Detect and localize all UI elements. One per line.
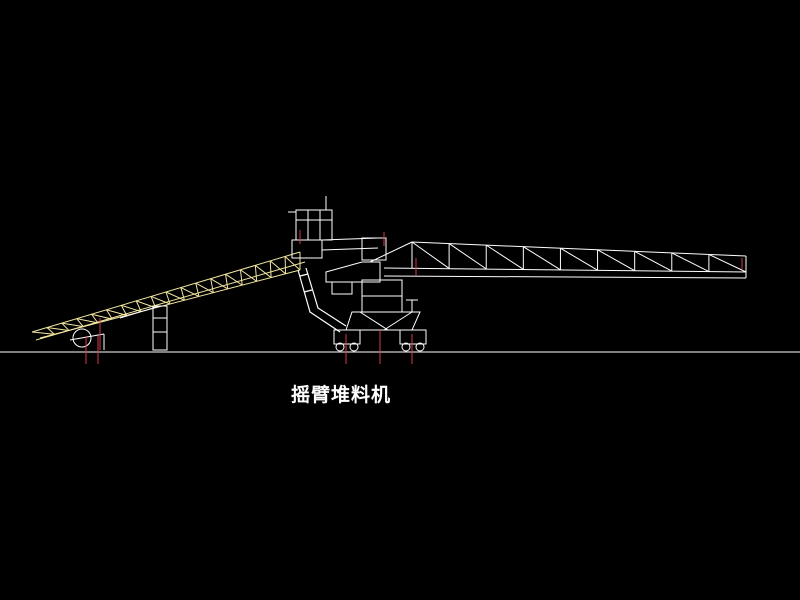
dimension-marks	[85, 230, 743, 364]
drawing-caption: 摇臂堆料机	[290, 384, 391, 406]
transfer-chute	[297, 267, 347, 333]
feed-conveyor-truss	[31, 251, 306, 341]
stacker-boom	[369, 241, 747, 279]
travel-bogies	[333, 329, 427, 352]
feed-conveyor-support	[69, 305, 168, 351]
